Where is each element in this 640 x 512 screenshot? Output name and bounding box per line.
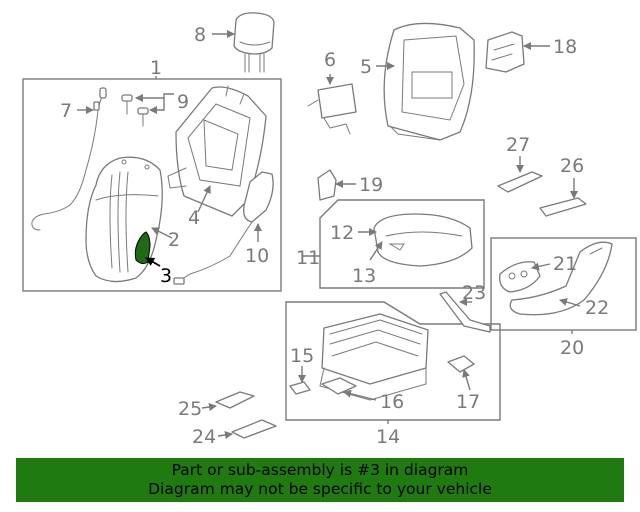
callout-6: 6 [324, 49, 336, 71]
callout-1: 1 [150, 57, 162, 79]
callout-23: 23 [462, 282, 486, 304]
bracket-26-part [539, 197, 587, 217]
callout-5: 5 [360, 56, 372, 78]
part-25 [215, 391, 255, 409]
callout-4: 4 [188, 207, 200, 229]
callout-27: 27 [506, 134, 530, 156]
callout-19: 19 [359, 174, 383, 196]
part-15 [289, 381, 311, 395]
seatback-back-panel-part [383, 22, 475, 141]
callout-22: 22 [585, 297, 609, 319]
seatback-cover-part [85, 156, 163, 283]
callout-25: 25 [178, 398, 202, 420]
clip-part [317, 169, 337, 201]
callout-3: 3 [160, 265, 172, 287]
callout-26: 26 [560, 155, 584, 177]
trim-strip-part [439, 291, 491, 333]
cushion-assembly-box [319, 199, 485, 289]
callout-12: 12 [330, 222, 354, 244]
part-24 [231, 419, 277, 439]
control-module-part [307, 83, 357, 135]
bolts-part [121, 94, 149, 127]
callout-14: 14 [376, 426, 400, 448]
parts-diagram: 1 2 3 4 5 6 7 8 9 10 11 12 13 14 15 16 1… [22, 12, 637, 448]
callout-15: 15 [290, 345, 314, 367]
bracket-27-part [497, 171, 543, 193]
callout-10: 10 [245, 245, 269, 267]
banner-line-part-number: Part or sub-assembly is #3 in diagram [171, 461, 469, 479]
highlighted-part-3 [134, 231, 151, 265]
callout-20: 20 [560, 337, 584, 359]
seatback-assembly-box [22, 78, 282, 292]
callout-24: 24 [192, 426, 216, 448]
callout-8: 8 [194, 24, 206, 46]
side-airbag-part [173, 171, 274, 285]
bracket-part [485, 31, 525, 73]
seat-track-part [319, 313, 429, 401]
headrest-part [233, 12, 275, 73]
callout-18: 18 [553, 36, 577, 58]
callout-9: 9 [177, 91, 189, 113]
callout-21: 21 [553, 253, 577, 275]
switch-assembly-box [490, 237, 637, 331]
seatback-frame-part [167, 85, 267, 217]
cushion-cover-part [373, 213, 473, 267]
banner-line-disclaimer: Diagram may not be specific to your vehi… [148, 480, 492, 498]
callout-16: 16 [380, 391, 404, 413]
switch-part [499, 261, 541, 293]
callout-11: 11 [296, 247, 320, 269]
callout-7: 7 [60, 100, 72, 122]
switch-cover-part [509, 241, 613, 316]
part-17 [447, 355, 475, 373]
info-banner: Part or sub-assembly is #3 in diagram Di… [16, 458, 624, 502]
seat-track-box [285, 301, 501, 421]
callout-2: 2 [168, 229, 180, 251]
wire-harness-part [31, 87, 107, 231]
callout-17: 17 [456, 391, 480, 413]
callout-13: 13 [352, 265, 376, 287]
part-16 [321, 377, 357, 395]
